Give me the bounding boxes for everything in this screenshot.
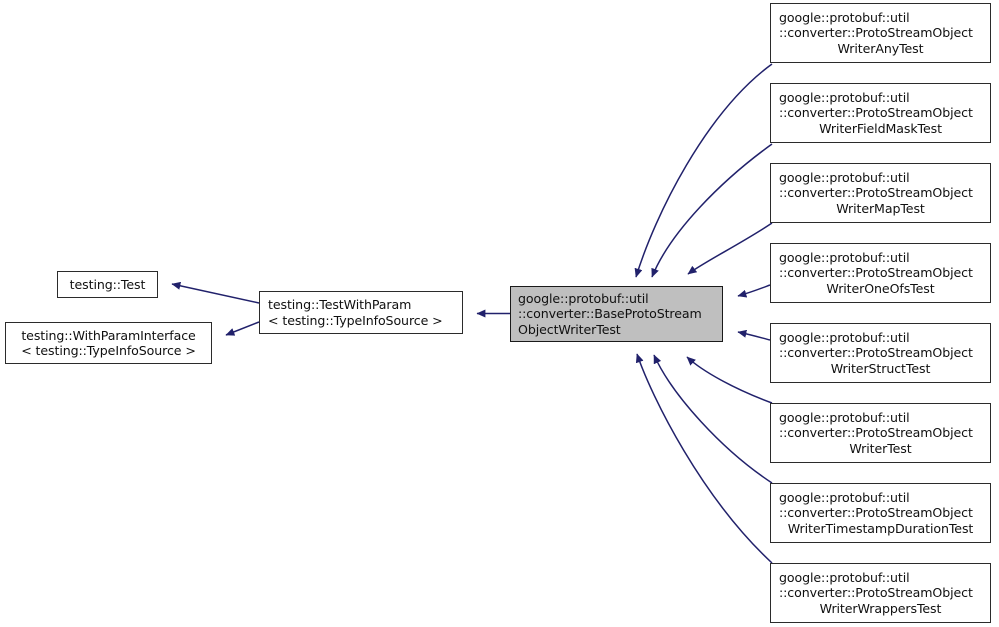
node-testing-withparaminterface[interactable]: testing::WithParamInterface < testing::T… [5, 322, 212, 364]
node-label-line: ::converter::ProtoStreamObject [779, 345, 973, 361]
node-label-line: < testing::TypeInfoSource > [21, 343, 196, 358]
node-label-line: WriterTest [849, 440, 912, 456]
node-label-line: ::converter::ProtoStreamObject [779, 265, 973, 281]
node-protostreamobjectwriteroneofstest[interactable]: google::protobuf::util ::converter::Prot… [770, 243, 991, 303]
node-label-line: ::converter::ProtoStreamObject [779, 505, 973, 521]
node-protostreamobjectwritermaptest[interactable]: google::protobuf::util ::converter::Prot… [770, 163, 991, 223]
node-protostreamobjectwriteranytest[interactable]: google::protobuf::util ::converter::Prot… [770, 3, 991, 63]
node-label-line: ObjectWriterTest [518, 321, 621, 337]
node-label-line: google::protobuf::util [779, 489, 910, 505]
node-label-line: google::protobuf::util [779, 409, 910, 425]
node-label-line: google::protobuf::util [779, 329, 910, 345]
node-label-line: ::converter::ProtoStreamObject [779, 105, 973, 121]
edge-fieldmasktest-to-base [651, 143, 773, 278]
node-current-baseprotostreamobjectwritertest[interactable]: google::protobuf::util ::converter::Base… [510, 286, 723, 342]
node-testing-testwithparam[interactable]: testing::TestWithParam < testing::TypeIn… [259, 291, 463, 334]
node-label-line: google::protobuf::util [779, 169, 910, 185]
node-protostreamobjectwriterwrapperstest[interactable]: google::protobuf::util ::converter::Prot… [770, 563, 991, 623]
node-label-line: ::converter::ProtoStreamObject [779, 25, 973, 41]
node-label-line: testing::WithParamInterface [21, 327, 196, 343]
node-label-line: WriterFieldMaskTest [819, 120, 942, 136]
node-label-line: WriterMapTest [836, 200, 925, 216]
edge-writertest-to-base [686, 356, 773, 404]
node-protostreamobjectwritertimestampdurationtest[interactable]: google::protobuf::util ::converter::Prot… [770, 483, 991, 543]
edge-testwithparam-to-test [171, 281, 260, 304]
edge-timestampdurationtest-to-base [653, 354, 773, 484]
node-label-line: < testing::TypeInfoSource > [268, 312, 443, 328]
node-protostreamobjectwritertest[interactable]: google::protobuf::util ::converter::Prot… [770, 403, 991, 463]
node-label-line: WriterAnyTest [837, 40, 924, 56]
edge-anytest-to-base [634, 63, 773, 278]
node-label-line: WriterOneOfsTest [826, 280, 935, 296]
node-label-line: google::protobuf::util [518, 290, 649, 306]
edge-oneofstest-to-base [737, 284, 771, 298]
node-label-line: testing::Test [69, 276, 146, 292]
node-label-line: testing::TestWithParam [268, 297, 412, 313]
node-protostreamobjectwriterstructtest[interactable]: google::protobuf::util ::converter::Prot… [770, 323, 991, 383]
node-label-line: google::protobuf::util [779, 89, 910, 105]
node-label-line: ::converter::ProtoStreamObject [779, 185, 973, 201]
node-label-line: WriterTimestampDurationTest [787, 520, 974, 536]
edge-testwithparam-to-withparaminterface [225, 321, 260, 336]
node-label-line: google::protobuf::util [779, 249, 910, 265]
node-label-line: WriterStructTest [830, 360, 931, 376]
node-label-line: ::converter::ProtoStreamObject [779, 585, 973, 601]
node-protostreamobjectwriterfieldmasktest[interactable]: google::protobuf::util ::converter::Prot… [770, 83, 991, 143]
node-label-line: ::converter::BaseProtoStream [518, 306, 702, 322]
node-label-line: WriterWrappersTest [819, 600, 942, 616]
edge-structtest-to-base [737, 329, 771, 341]
node-label-line: ::converter::ProtoStreamObject [779, 425, 973, 441]
node-testing-test[interactable]: testing::Test [57, 271, 158, 298]
edge-maptest-to-base [687, 222, 773, 275]
edge-wrapperstest-to-base [635, 353, 773, 564]
node-label-line: google::protobuf::util [779, 569, 910, 585]
node-label-line: google::protobuf::util [779, 9, 910, 25]
